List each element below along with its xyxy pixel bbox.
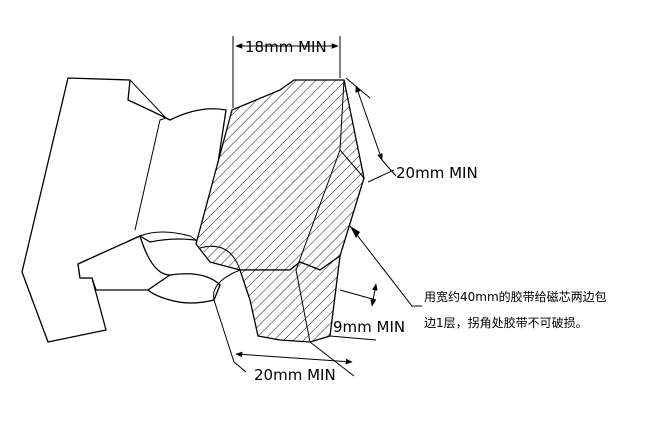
note-line-1: 用宽约40mm的胶带给磁芯两边包 bbox=[424, 289, 607, 304]
core-inner-edge bbox=[129, 79, 167, 231]
dimension-bottom: 20mm MIN bbox=[213, 299, 355, 384]
note-line-2: 边1层，拐角处胶带不可破损。 bbox=[424, 315, 588, 330]
dim-label-top: 18mm MIN bbox=[245, 38, 327, 56]
core-foot bbox=[77, 235, 171, 291]
dimension-top: 18mm MIN bbox=[232, 36, 341, 108]
core-left-body bbox=[21, 77, 227, 343]
dim-label-right: 20mm MIN bbox=[396, 164, 478, 182]
block-wave-edge bbox=[199, 245, 241, 301]
hatched-upper-block bbox=[195, 79, 365, 271]
dimension-right: 20mm MIN bbox=[345, 77, 478, 183]
block-inner-edge bbox=[295, 79, 365, 343]
dim-label-bottom: 20mm MIN bbox=[254, 366, 336, 384]
dimension-lower: 9mm MIN bbox=[329, 283, 405, 341]
note-leader bbox=[349, 225, 422, 307]
core-round-leg bbox=[147, 273, 221, 304]
dim-label-lower: 9mm MIN bbox=[333, 318, 405, 336]
